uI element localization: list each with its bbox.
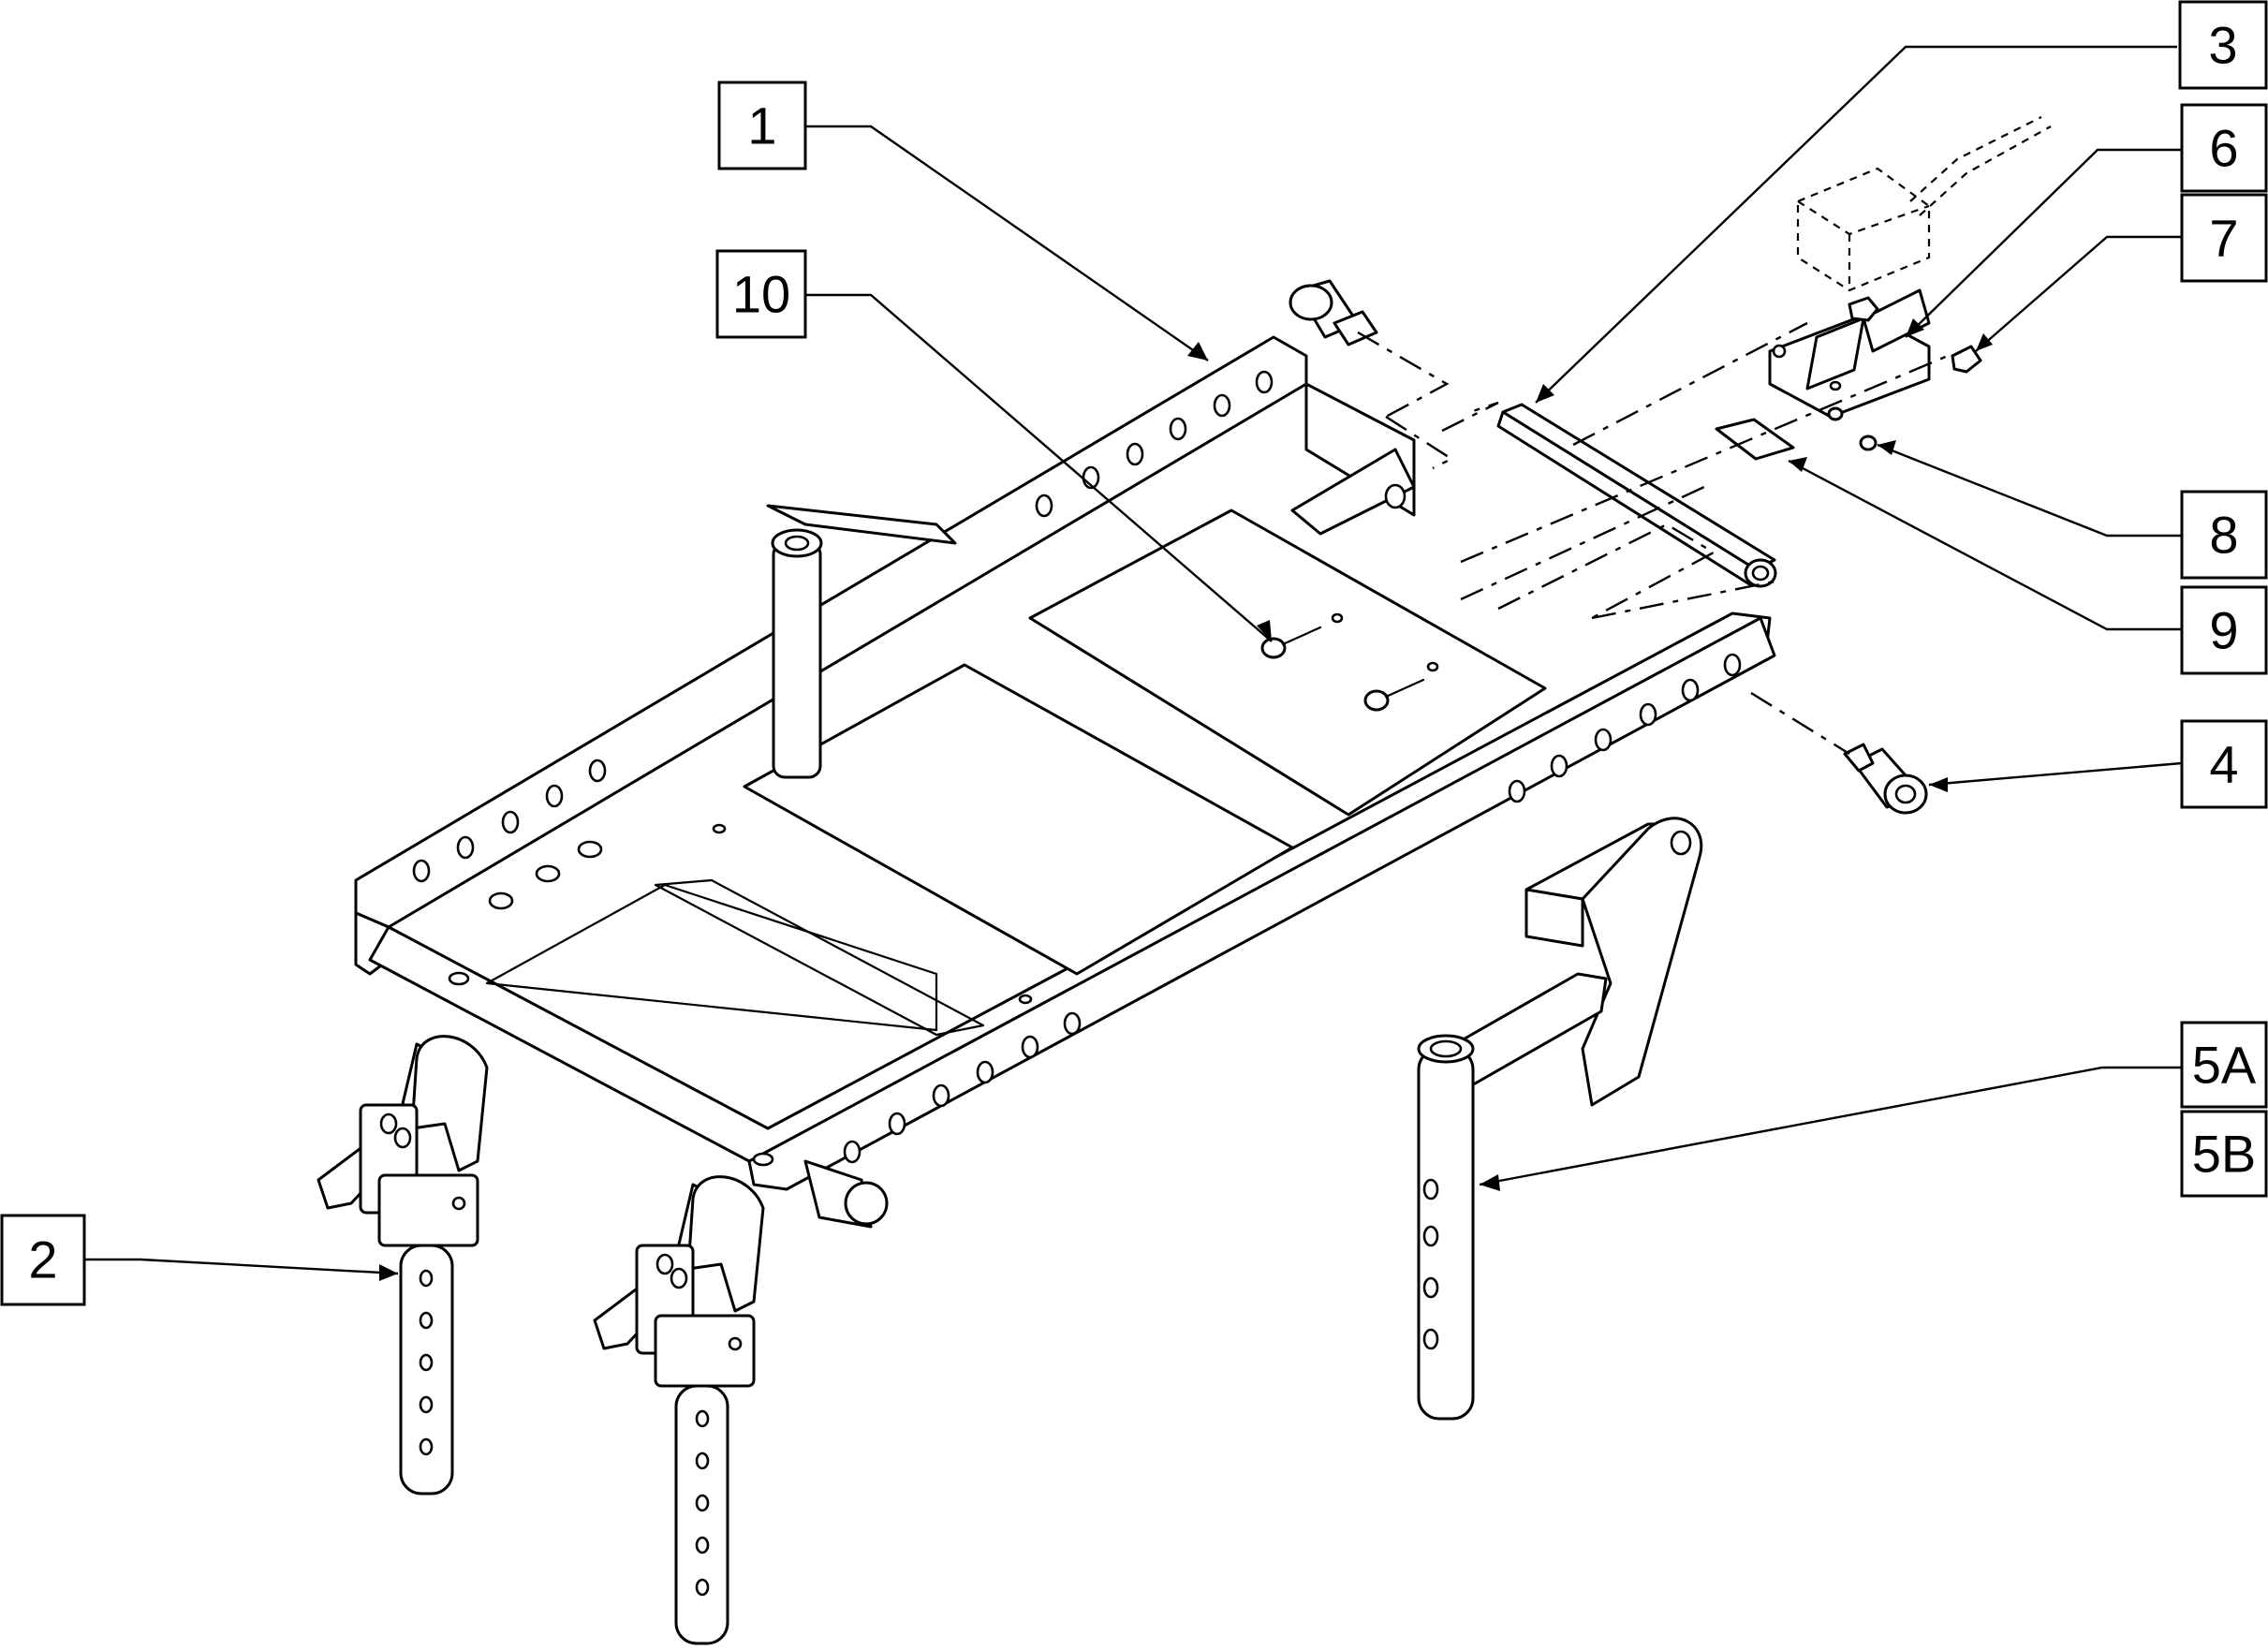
- callout-5a-label: 5A: [2192, 1036, 2257, 1095]
- callout-10-label: 10: [732, 265, 790, 324]
- callout-9-label: 9: [2209, 601, 2238, 660]
- callout-10: 10: [715, 249, 807, 339]
- callout-4: 4: [2180, 719, 2268, 809]
- callout-3: 3: [2178, 0, 2268, 90]
- callout-4-label: 4: [2209, 735, 2238, 794]
- callout-7-label: 7: [2209, 209, 2238, 268]
- callout-8: 8: [2180, 490, 2268, 580]
- callout-5b-label: 5B: [2192, 1125, 2257, 1184]
- nut-side: [1951, 345, 1982, 374]
- callout-2: 2: [0, 1214, 86, 1306]
- bracket: [1768, 288, 1931, 421]
- callout-8-label: 8: [2209, 506, 2238, 565]
- callout-9: 9: [2180, 585, 2268, 675]
- assembly-lines: [1357, 321, 1949, 756]
- caster-post-right: [593, 1175, 765, 1645]
- callout-1-label: 1: [747, 96, 776, 155]
- callout-6: 6: [2180, 103, 2268, 193]
- nut-bottom: [1859, 435, 1878, 451]
- callout-6-label: 6: [2209, 119, 2238, 178]
- callout-5a: 5A: [2180, 1021, 2268, 1109]
- bolt-bottom: [1843, 743, 1928, 815]
- nut-top: [1848, 296, 1879, 322]
- callout-7: 7: [2180, 193, 2268, 283]
- caster-post-left: [317, 1035, 489, 1495]
- callout-1: 1: [717, 81, 807, 170]
- optional-module-box: [1796, 116, 2052, 292]
- callout-2-label: 2: [28, 1230, 57, 1289]
- seat-frame: [354, 335, 1776, 1229]
- leader-lines: [84, 45, 2183, 1281]
- screws: [1260, 612, 1439, 712]
- callout-5b: 5B: [2180, 1110, 2268, 1198]
- callout-3-label: 3: [2208, 16, 2237, 75]
- rear-post: [1417, 817, 1703, 1421]
- plate: [1715, 418, 1795, 461]
